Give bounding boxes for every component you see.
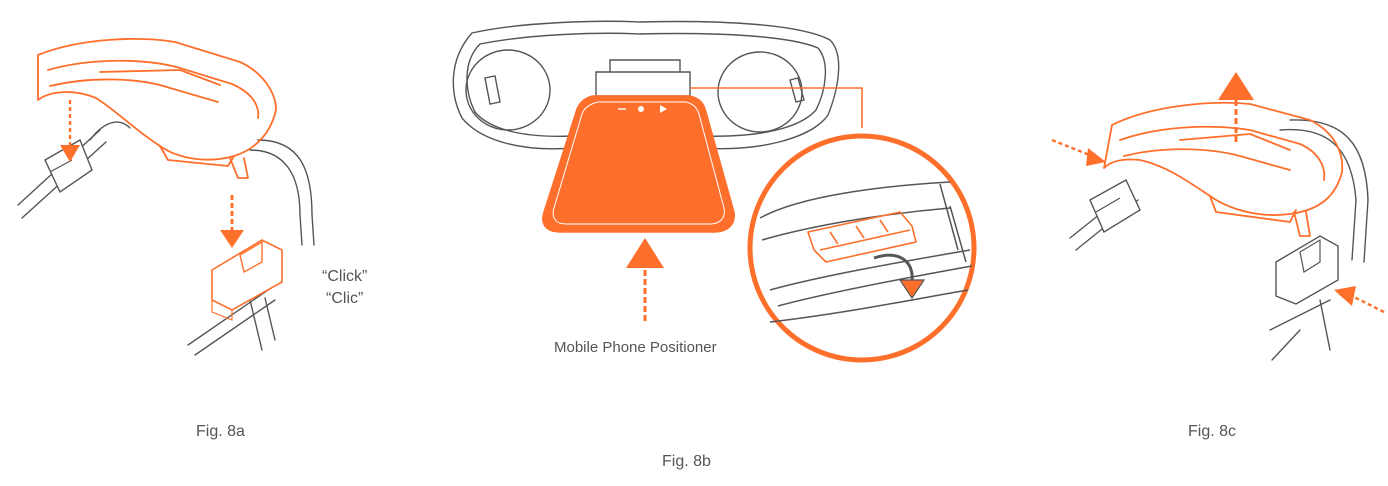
phone-positioner-label: Mobile Phone Positioner [554,339,717,356]
stroller-frame-8a [17,121,315,356]
click-sound-en: “Click” [322,268,368,285]
click-sound-label: “Click” “Clic” [322,266,367,310]
arrow-down-right-8a [220,195,244,248]
hinge-right-8c [1275,235,1339,305]
caption-fig-8c: Fig. 8c [1188,423,1237,440]
arrow-down-left-8a [60,100,80,162]
fig-8a-illustration [17,38,315,356]
zoom-detail-8b [747,133,977,363]
hinge-left-8c [1089,179,1141,234]
phone-positioner-8b [542,95,735,233]
arrow-right-8c [1051,138,1106,166]
arrow-left-8c [1334,286,1385,314]
hinge-lower-8a [211,239,283,321]
caption-fig-8b: Fig. 8b [662,453,711,470]
bumper-bar-8a [37,38,277,179]
fig-8c-illustration [1051,72,1385,361]
bumper-tray-8b [452,20,840,150]
callout-leader-8b [690,87,863,128]
fig-8b-illustration [452,20,977,363]
click-sound-fr: “Clic” [326,290,364,307]
arrow-up-8b [626,238,664,322]
bumper-bar-8c [1103,101,1344,237]
caption-fig-8a: Fig. 8a [196,423,245,440]
arrow-up-8c [1218,72,1254,145]
